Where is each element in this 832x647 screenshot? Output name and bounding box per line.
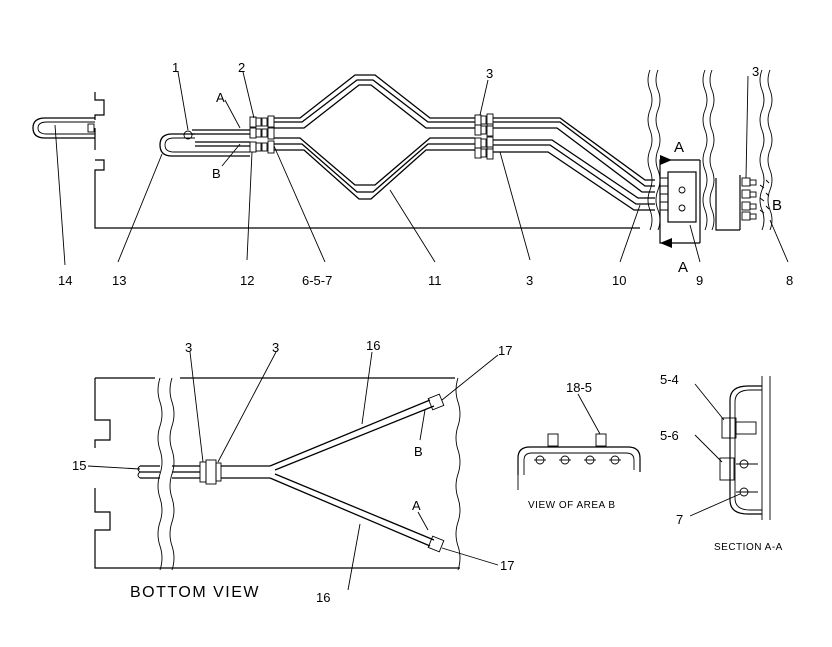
bottom-fitting-17-top — [427, 393, 445, 411]
callout-5-6: 5-6 — [660, 428, 679, 443]
fitting-1 — [183, 130, 193, 140]
bottom-view-assembly: 3 3 16 17 15 B A 17 16 BOTTOM VIEW — [72, 338, 514, 605]
label-hose-b: B — [212, 166, 221, 181]
bottom-hose-left — [140, 465, 200, 479]
callout-10: 10 — [612, 273, 626, 288]
bottom-callout-16-top: 16 — [366, 338, 380, 353]
bottom-fitting-3b — [205, 459, 217, 485]
bottom-fitting-3c — [215, 462, 222, 482]
callout-3-right: 3 — [752, 64, 759, 79]
bottom-hose-a — [269, 473, 435, 547]
section-a-a-arrows — [659, 155, 701, 248]
area-b-bolt-left — [547, 433, 559, 447]
bottom-hose-b — [269, 399, 435, 471]
section-fitting-5-6 — [719, 457, 735, 481]
callout-3-top: 3 — [486, 66, 493, 81]
bottom-callout-15: 15 — [72, 458, 86, 473]
callout-8: 8 — [786, 273, 793, 288]
view-of-area-b: 18-5 VIEW OF AREA B — [517, 380, 641, 511]
hose-bundle-lower — [274, 137, 475, 200]
label-section-a-bottom: A — [678, 259, 688, 276]
bottom-fitting-17-bottom — [427, 535, 445, 553]
section-bracket — [729, 385, 762, 515]
hose-loop-outer-inner — [37, 121, 95, 135]
callout-2: 2 — [238, 60, 245, 75]
callout-18-5: 18-5 — [566, 380, 592, 395]
hose-b-segment — [195, 141, 250, 147]
callout-5-4: 5-4 — [660, 372, 679, 387]
caption-bottom-view: BOTTOM VIEW — [130, 584, 260, 601]
label-area-b: B — [772, 197, 782, 214]
callout-13: 13 — [112, 273, 126, 288]
hose-bundle-upper — [274, 74, 475, 129]
area-b-bracket — [517, 446, 641, 475]
leader-lines-top — [54, 71, 789, 266]
break-lines — [647, 69, 773, 231]
bottom-break-3 — [455, 377, 461, 571]
fitting-14 — [87, 123, 95, 133]
bulkhead-plate — [660, 171, 741, 231]
section-a-a: 5-4 5-6 7 SECTION A-A — [660, 372, 783, 553]
leader-lines-bottom — [87, 351, 499, 591]
caption-view-area-b: VIEW OF AREA B — [528, 500, 616, 511]
bottom-callout-17-top: 17 — [498, 343, 512, 358]
label-section-a-top: A — [674, 139, 684, 156]
fitting-cluster-2 — [249, 115, 275, 154]
callout-3-bottom: 3 — [526, 273, 533, 288]
callout-7: 7 — [676, 512, 683, 527]
hose-loop-outer — [32, 117, 95, 139]
bottom-callout-3b: 3 — [272, 340, 279, 355]
callout-6-5-7: 6-5-7 — [302, 273, 332, 288]
bottom-callout-17-bottom: 17 — [500, 558, 514, 573]
bottom-label-b: B — [414, 444, 423, 459]
callout-12: 12 — [240, 273, 254, 288]
caption-section-a-a: SECTION A-A — [714, 542, 783, 553]
hose-bundle-right — [493, 117, 655, 211]
callout-1: 1 — [172, 60, 179, 75]
fitting-cluster-right — [741, 177, 770, 221]
hose-loop-inner-2 — [164, 137, 250, 153]
callout-11: 11 — [428, 273, 442, 288]
bottom-callout-3a: 3 — [185, 340, 192, 355]
bottom-hose-left-ends — [137, 465, 141, 479]
area-b-fittings — [534, 455, 621, 465]
hose-a-segment — [192, 129, 250, 135]
area-b-bolt-right — [595, 433, 607, 447]
label-hose-a: A — [216, 90, 225, 105]
hose-loop-inner — [159, 133, 250, 157]
bottom-label-a: A — [412, 498, 421, 513]
bottom-callout-16-bottom: 16 — [316, 590, 330, 605]
section-fitting-5-4 — [721, 417, 737, 439]
top-view-assembly: 1 2 3 3 A B A A B 14 13 12 6-5-7 11 3 10… — [32, 60, 793, 288]
callout-14: 14 — [58, 273, 72, 288]
bottom-hose-straight — [221, 465, 270, 479]
callout-9: 9 — [696, 273, 703, 288]
bottom-fitting-3a — [199, 461, 207, 483]
bottom-frame-outline — [94, 377, 460, 569]
frame-outline — [94, 92, 640, 229]
bottom-break-1 — [157, 377, 163, 571]
bottom-break-2 — [169, 377, 175, 571]
fitting-cluster-3 — [474, 113, 494, 160]
